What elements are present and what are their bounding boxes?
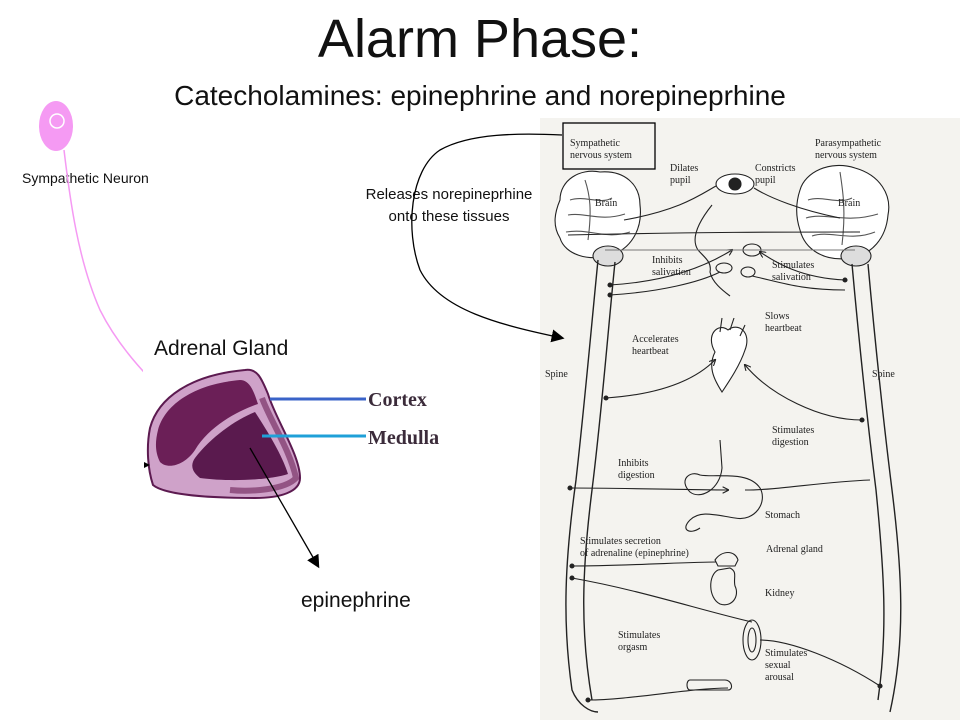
left-brain: [554, 170, 641, 259]
slows-label-1: Slows: [765, 311, 790, 322]
orgasm-label-2: orgasm: [618, 642, 647, 653]
stimulates-digestion-2: digestion: [772, 437, 809, 448]
releases-line-1: Releases norepineprhine: [365, 186, 533, 203]
orgasm-label-1: Stimulates: [618, 630, 660, 641]
right-cerebellum: [840, 245, 872, 267]
ans-figure: [554, 122, 902, 713]
ans-labels: Sympathetic nervous system Parasympathet…: [545, 138, 895, 683]
secretion-label-2: of adrenaline (epinephrine): [580, 548, 689, 559]
epinephrine-label: epinephrine: [301, 589, 411, 612]
adrenal-gland-image: Cortex Medulla: [143, 368, 453, 508]
dilates-label-1: Dilates: [670, 163, 698, 174]
accelerates-label-1: Accelerates: [632, 334, 679, 345]
brain-right-label: Brain: [838, 198, 860, 209]
releases-arrow: [411, 133, 565, 343]
medulla-label: Medulla: [368, 427, 439, 449]
parasympathetic-label-2: nervous system: [815, 150, 877, 161]
adrenal-medulla: [192, 412, 288, 481]
stomach-label: Stomach: [765, 510, 800, 521]
parasympathetic-label-1: Parasympathetic: [815, 138, 882, 149]
cortex-label: Cortex: [368, 389, 427, 411]
inhibits-salivation-1: Inhibits: [652, 255, 683, 266]
sympathetic-neuron-label: Sympathetic Neuron: [22, 170, 149, 186]
accelerates-label-2: heartbeat: [632, 346, 669, 357]
inhibits-salivation-2: salivation: [652, 267, 691, 278]
arousal-label-1: Stimulates: [765, 648, 807, 659]
constricts-label-1: Constricts: [755, 163, 796, 174]
adrenal-gland-small-label: Adrenal gland: [766, 544, 823, 555]
sympathetic-label-1: Sympathetic: [570, 138, 621, 149]
slide-title: Alarm Phase:: [317, 9, 643, 69]
kidney-label: Kidney: [765, 588, 794, 599]
sympathetic-box: [562, 122, 656, 170]
secretion-label-1: Stimulates secretion: [580, 536, 661, 547]
constricts-label-2: pupil: [755, 175, 776, 186]
dilates-label-2: pupil: [670, 175, 691, 186]
stomach-icon: [684, 439, 763, 532]
inhibits-digestion-2: digestion: [618, 470, 655, 481]
neuron-cell-body: [39, 101, 73, 151]
brain-left-label: Brain: [595, 198, 617, 209]
adrenal-gland-label: Adrenal Gland: [154, 337, 289, 360]
slows-label-2: heartbeat: [765, 323, 802, 334]
right-brain: [796, 164, 890, 260]
left-spine: [565, 259, 599, 713]
reproductive-icon: [742, 619, 762, 661]
arousal-label-2: sexual: [765, 660, 791, 671]
heart-icon: [710, 326, 748, 394]
releases-label: Releases norepineprhine onto these tissu…: [336, 184, 562, 228]
epinephrine-arrow: [249, 447, 320, 569]
stimulates-salivation-2: salivation: [772, 272, 811, 283]
left-cerebellum: [592, 245, 624, 267]
adrenal-gland-icon: [714, 551, 739, 567]
stimulates-digestion-1: Stimulates: [772, 425, 814, 436]
stimulates-salivation-1: Stimulates: [772, 260, 814, 271]
spine-right-label: Spine: [872, 369, 895, 380]
right-spine: [851, 263, 885, 701]
spine-left-label: Spine: [545, 369, 568, 380]
inhibits-digestion-1: Inhibits: [618, 458, 649, 469]
sympathetic-label-2: nervous system: [570, 150, 632, 161]
releases-line-2: onto these tissues: [388, 208, 510, 225]
arousal-label-3: arousal: [765, 672, 794, 683]
kidney-icon: [710, 567, 738, 606]
adrenal-cortex: [155, 380, 258, 466]
neuron-nucleus: [49, 113, 65, 129]
slide-subtitle: Catecholamines: epinephrine and norepine…: [174, 80, 786, 111]
